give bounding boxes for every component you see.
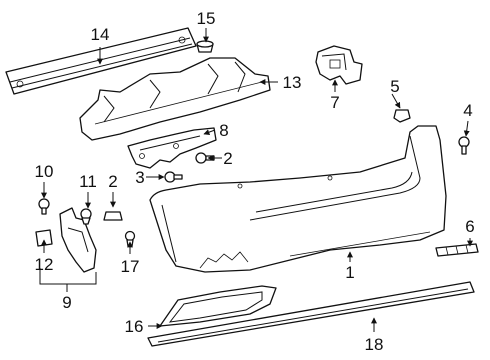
clip-2b-part: [103, 211, 123, 221]
callout-2-lower: 2: [108, 172, 117, 191]
callout-8: 8: [219, 121, 228, 140]
plate-6-part: [435, 243, 479, 257]
callout-5: 5: [390, 77, 399, 96]
callout-11: 11: [79, 172, 97, 191]
reflector-16-part: [159, 285, 277, 327]
callout-13: 13: [283, 73, 302, 92]
bumper-cover-part: [149, 125, 447, 273]
leader-lines: [39, 28, 473, 332]
callout-18: 18: [365, 335, 384, 354]
callout-9: 9: [62, 293, 71, 312]
molding-strip-part: [147, 281, 475, 347]
clip-15-part: [196, 40, 214, 53]
screw-10-part: [38, 198, 50, 215]
callout-3: 3: [135, 168, 144, 187]
clip-5-part: [393, 109, 411, 123]
callout-10: 10: [35, 162, 54, 181]
callout-15: 15: [197, 9, 216, 28]
callout-16: 16: [125, 317, 144, 336]
callout-6: 6: [465, 217, 474, 236]
callout-7: 7: [330, 93, 339, 112]
screw-4-part: [458, 136, 470, 155]
callout-2: 2: [223, 149, 232, 168]
callout-4: 4: [463, 101, 472, 120]
retainer-8-part: [127, 127, 217, 169]
callout-1: 1: [345, 263, 354, 282]
screw-3-part: [164, 171, 183, 183]
clip-11-part: [80, 208, 92, 225]
callout-labels: 14 15 13 7 5 4 8 2 3 10 11 2 12 17 9 1 6…: [35, 9, 475, 354]
energy-absorber-part: [79, 57, 271, 141]
callout-14: 14: [91, 25, 110, 44]
callout-17: 17: [121, 257, 140, 276]
callout-12: 12: [35, 255, 54, 274]
bracket-7-part: [315, 45, 363, 85]
bracket-9-part: [35, 207, 97, 273]
